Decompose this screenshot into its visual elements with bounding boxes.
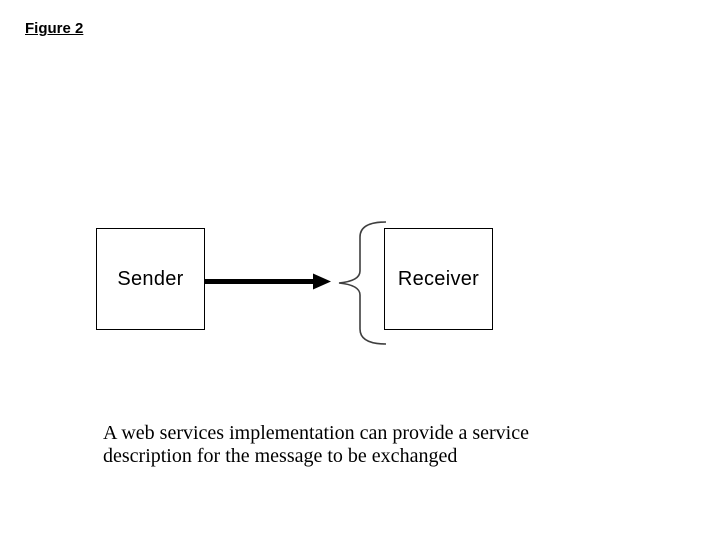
left-curly-brace-icon — [338, 221, 387, 345]
caption-line-2: description for the message to be exchan… — [103, 445, 458, 467]
receiver-label: Receiver — [397, 267, 480, 290]
right-arrow-icon — [204, 273, 331, 290]
receiver-box: Receiver — [384, 228, 493, 330]
caption-line-1: A web services implementation can provid… — [103, 422, 529, 444]
sender-label: Sender — [117, 267, 184, 290]
figure-caption: A web services implementation can provid… — [103, 422, 643, 468]
sender-box: Sender — [96, 228, 205, 330]
figure-title: Figure 2 — [25, 20, 84, 37]
